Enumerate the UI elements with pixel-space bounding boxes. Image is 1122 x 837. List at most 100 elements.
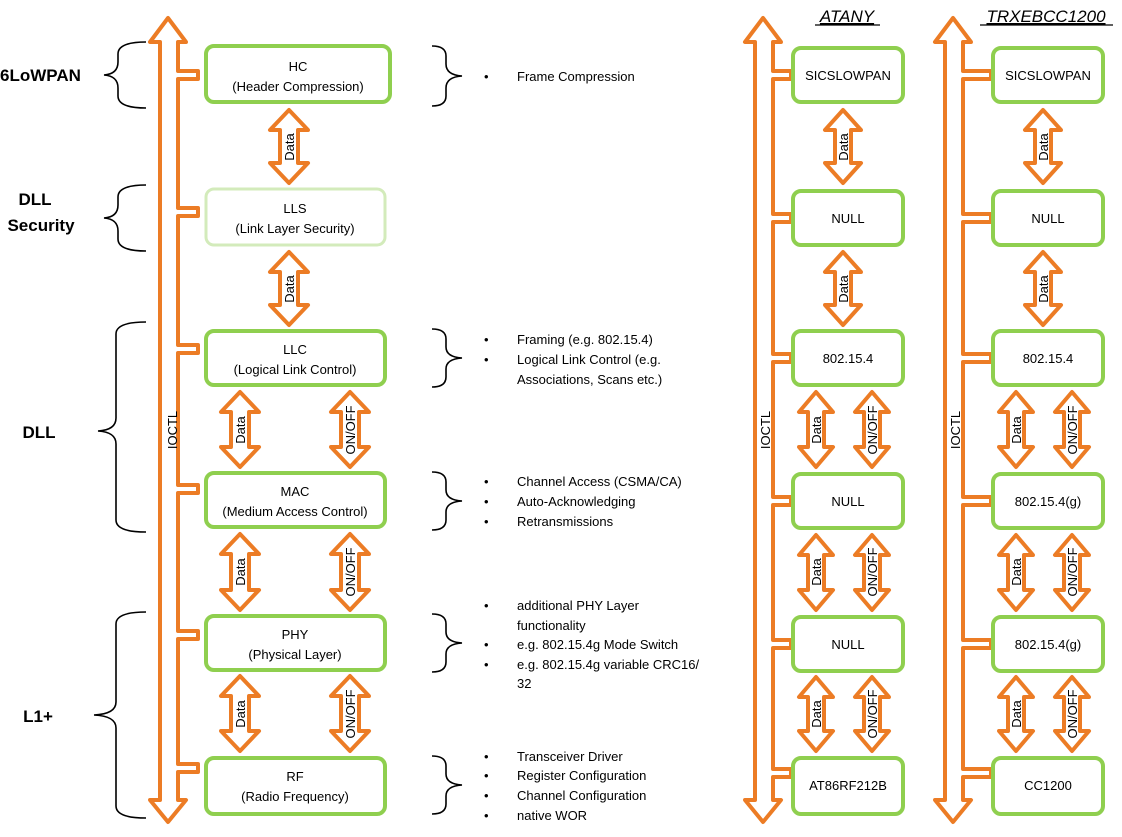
- trx-data-arrow: [997, 675, 1035, 753]
- atany-data-arrow: [823, 108, 863, 185]
- trx-layer-box: [991, 329, 1105, 387]
- atany-title: ATANY: [819, 7, 876, 26]
- trx-onoff-arrow: [1053, 390, 1091, 469]
- trx-layer-label: SICSLOWPAN: [1005, 68, 1091, 83]
- ioctl-label-main: IOCTL: [165, 411, 180, 449]
- atany-layer-box: [791, 189, 905, 247]
- atany-onoff-label: ON/OFF: [865, 405, 880, 454]
- lls-box: [204, 187, 387, 247]
- data-label-lls-llc: Data: [282, 275, 297, 303]
- atany-data-label: Data: [836, 275, 851, 303]
- phy-subtitle: (Physical Layer): [248, 647, 341, 662]
- trx-layer-label: CC1200: [1024, 778, 1072, 793]
- bullet-text: Register Configuration: [517, 768, 646, 783]
- trx-data-label: Data: [1009, 558, 1024, 586]
- atany-onoff-label: ON/OFF: [865, 689, 880, 738]
- atany-data-arrow: [797, 390, 835, 469]
- bullet-text: Channel Access (CSMA/CA): [517, 474, 682, 489]
- trx-layer-label: NULL: [1031, 211, 1064, 226]
- data-label-hc-lls: Data: [282, 133, 297, 161]
- atany-onoff-label: ON/OFF: [865, 547, 880, 596]
- atany-layer-label: SICSLOWPAN: [805, 68, 891, 83]
- data-arrow-hc-lls: [268, 108, 310, 185]
- bullet-text: native WOR: [517, 808, 587, 823]
- atany-layer-label: NULL: [831, 211, 864, 226]
- data-arrow-lls-llc: [268, 250, 310, 327]
- trx-title: TRXEBCC1200: [986, 7, 1106, 26]
- bullet-text: Logical Link Control (e.g.: [517, 352, 661, 367]
- trx-onoff-arrow: [1053, 533, 1091, 612]
- trx-ioctl-label: IOCTL: [948, 411, 963, 449]
- bullet-text: additional PHY Layer: [517, 598, 640, 613]
- bullets-llc: • Framing (e.g. 802.15.4) • Logical Link…: [484, 332, 662, 387]
- bullet-dot: •: [484, 598, 489, 613]
- atany-data-label: Data: [809, 416, 824, 444]
- bullet-text: Transceiver Driver: [517, 749, 623, 764]
- bullet-dot: •: [484, 494, 489, 509]
- atany-layer-label: NULL: [831, 637, 864, 652]
- atany-layer-box: [791, 756, 905, 816]
- trx-layer-box: [991, 756, 1105, 816]
- bullet-dot: •: [484, 637, 489, 652]
- brace-llc-right: [431, 328, 463, 388]
- atany-ioctl-label: IOCTL: [758, 411, 773, 449]
- brace-hc-right: [431, 45, 463, 107]
- bullet-dot: •: [484, 657, 489, 672]
- rf-subtitle: (Radio Frequency): [241, 789, 349, 804]
- bullet-dot: •: [484, 788, 489, 803]
- lls-subtitle: (Link Layer Security): [235, 221, 354, 236]
- hc-subtitle: (Header Compression): [232, 79, 364, 94]
- bullet-dot: •: [484, 69, 489, 84]
- trx-layer-box: [991, 189, 1105, 247]
- atany-layer-label: AT86RF212B: [809, 778, 887, 793]
- ioctl-arrow-main: [148, 16, 200, 824]
- data-arrow-mac-phy: [219, 532, 261, 612]
- trx-data-label: Data: [1009, 700, 1024, 728]
- bullets-phy: • additional PHY Layer functionality • e…: [484, 598, 700, 691]
- mac-title: MAC: [281, 484, 310, 499]
- atany-layer-box: [791, 615, 905, 673]
- brace-l1: [93, 611, 147, 819]
- atany-onoff-arrow: [853, 390, 891, 469]
- bullet-text: Associations, Scans etc.): [517, 372, 662, 387]
- bullet-text: Channel Configuration: [517, 788, 646, 803]
- atany-onoff-arrow: [853, 533, 891, 612]
- trx-data-label: Data: [1036, 275, 1051, 303]
- atany-layer-label: NULL: [831, 494, 864, 509]
- brace-6lowpan: [103, 41, 147, 109]
- label-dll-security-1: DLL: [18, 190, 51, 209]
- trx-layer-label: 802.15.4(g): [1015, 637, 1082, 652]
- data-label-phy-rf: Data: [233, 700, 248, 728]
- atany-data-label: Data: [836, 133, 851, 161]
- brace-phy-right: [431, 613, 463, 673]
- llc-subtitle: (Logical Link Control): [234, 362, 357, 377]
- data-arrow-phy-rf: [219, 674, 261, 753]
- atany-layer-box: [791, 46, 905, 104]
- trx-data-arrow: [1023, 250, 1063, 327]
- trx-onoff-label: ON/OFF: [1065, 547, 1080, 596]
- atany-data-arrow: [823, 250, 863, 327]
- label-6lowpan: 6LoWPAN: [0, 66, 81, 85]
- bullet-text: Framing (e.g. 802.15.4): [517, 332, 653, 347]
- atany-layer-label: 802.15.4: [823, 351, 874, 366]
- trx-layer-label: 802.15.4(g): [1015, 494, 1082, 509]
- trx-data-arrow: [997, 533, 1035, 612]
- bullet-text: 32: [517, 676, 531, 691]
- atany-data-arrow: [797, 675, 835, 753]
- mac-subtitle: (Medium Access Control): [222, 504, 367, 519]
- onoff-arrow-phy-rf: [329, 674, 371, 753]
- onoff-label-phy-rf: ON/OFF: [343, 689, 358, 738]
- label-dll-security-2: Security: [7, 216, 75, 235]
- mac-box: [204, 471, 387, 529]
- bullet-text: functionality: [517, 618, 586, 633]
- atany-layer-box: [791, 329, 905, 387]
- trx-layer-box: [991, 46, 1105, 104]
- bullet-dot: •: [484, 332, 489, 347]
- bullets-mac: • Channel Access (CSMA/CA) • Auto-Acknow…: [484, 474, 682, 529]
- trx-data-arrow: [997, 390, 1035, 469]
- bullet-text: Retransmissions: [517, 514, 614, 529]
- llc-box: [204, 329, 387, 387]
- trx-ioctl-arrow: [933, 16, 993, 824]
- atany-layer-box: [791, 472, 905, 530]
